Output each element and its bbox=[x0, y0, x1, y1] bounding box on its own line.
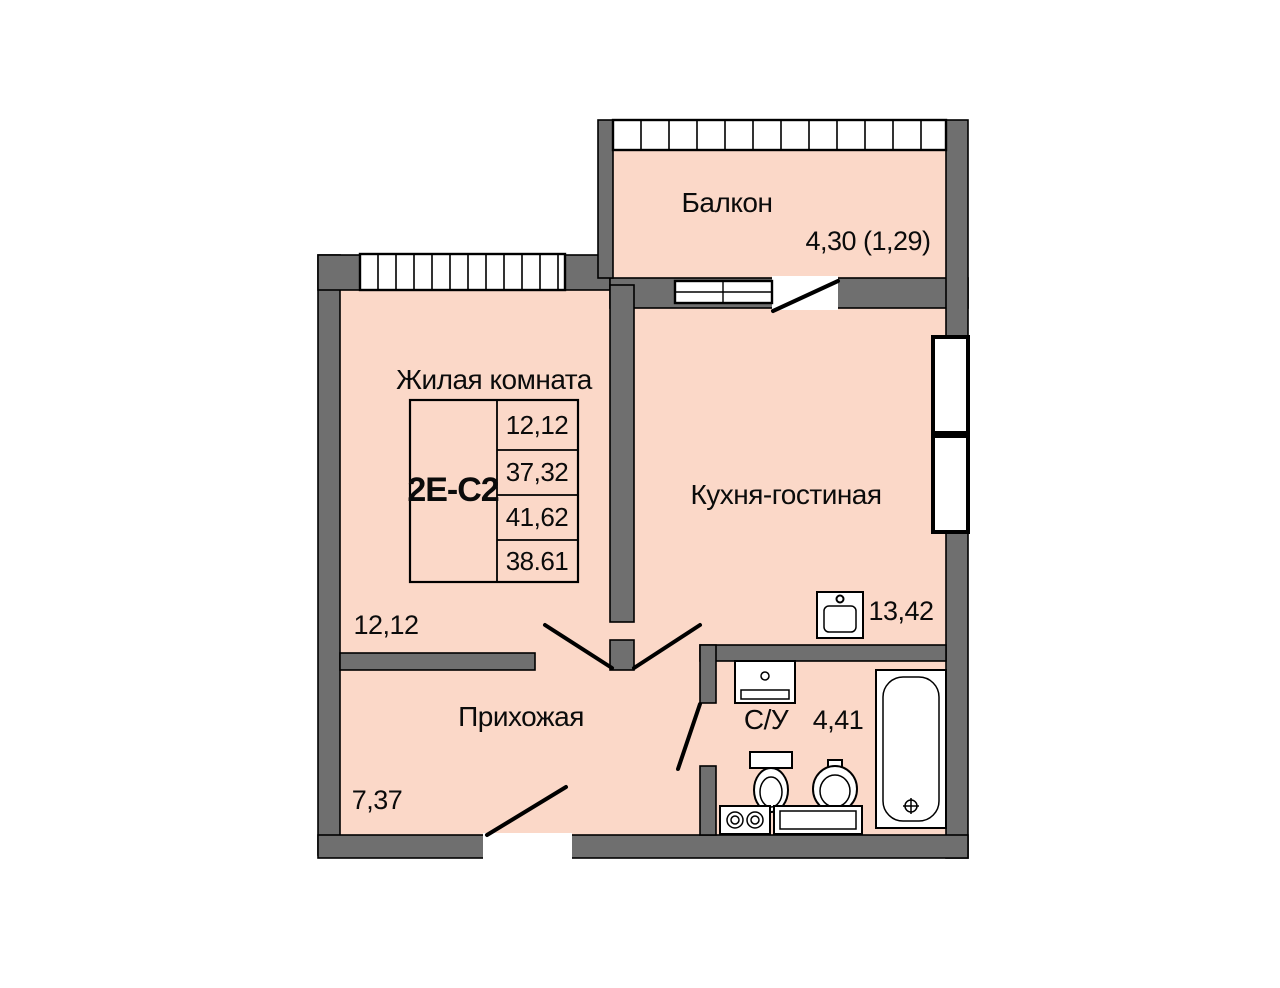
door-leaf-balcony bbox=[771, 279, 840, 313]
area-table: 2Е-С2 12,12 37,32 41,62 38.61 bbox=[407, 398, 580, 584]
balcony-label: Балкон bbox=[682, 187, 773, 218]
balcony-floor bbox=[613, 150, 946, 278]
toilet-icon bbox=[749, 751, 793, 813]
room-floors bbox=[340, 150, 946, 835]
wall-balcony-left bbox=[597, 119, 614, 279]
door-leaves bbox=[485, 279, 840, 837]
area-table-row-dividers bbox=[497, 449, 578, 541]
living-area: 12,12 bbox=[353, 610, 418, 640]
balcony-glazing-ticks bbox=[640, 120, 922, 150]
hallway-label: Прихожая bbox=[458, 701, 584, 732]
wall-door-post bbox=[609, 639, 635, 671]
wall-living-kitchen bbox=[609, 284, 635, 623]
bathtub-inner bbox=[882, 676, 940, 822]
bathtub-icon bbox=[875, 669, 947, 829]
bathroom-label: С/У bbox=[744, 704, 789, 735]
bathtub-faucet bbox=[903, 798, 919, 814]
window-kitchen-right-2 bbox=[931, 434, 970, 534]
kitchen-sink-bowl bbox=[823, 605, 857, 633]
kitchen-sink-faucet bbox=[835, 594, 845, 604]
area-table-value-2: 37,32 bbox=[506, 457, 569, 487]
windows bbox=[358, 118, 970, 534]
stove-burner-2-inner bbox=[750, 815, 760, 825]
living-label: Жилая комната bbox=[396, 364, 593, 395]
apartment-floor bbox=[340, 285, 946, 835]
balcony-glazing-frame bbox=[611, 118, 948, 152]
bathroom-cabinet-icon bbox=[734, 660, 796, 704]
opening-entry-door bbox=[483, 833, 572, 860]
room-labels: Балкон 4,30 (1,29) Жилая комната 12,12 К… bbox=[352, 187, 934, 815]
cabinet-knob bbox=[760, 671, 770, 681]
washing-machine-front bbox=[779, 810, 857, 830]
window-balcony-wall bbox=[673, 279, 774, 305]
stove-icon bbox=[719, 805, 771, 835]
unit-code: 2Е-С2 bbox=[407, 471, 498, 509]
window-balcony-glazing bbox=[611, 118, 948, 152]
window-living-ticks bbox=[377, 254, 559, 290]
fixtures bbox=[719, 591, 947, 835]
hallway-area: 7,37 bbox=[352, 785, 403, 815]
cabinet-body bbox=[734, 660, 796, 704]
window-kitchen-right-1 bbox=[931, 335, 970, 435]
cabinet-front bbox=[740, 689, 790, 700]
area-table-border bbox=[408, 398, 580, 584]
wall-left bbox=[317, 254, 341, 856]
kitchen-sink-icon bbox=[816, 591, 864, 639]
stove-burner-2 bbox=[746, 811, 764, 829]
area-table-value-3: 41,62 bbox=[506, 502, 569, 532]
balcony-wall-window-mullion bbox=[675, 281, 772, 303]
wall-bottom bbox=[317, 834, 969, 859]
door-leaf-entry bbox=[485, 785, 568, 837]
stove-burner-1-inner bbox=[730, 815, 740, 825]
area-table-value-1: 12,12 bbox=[506, 410, 569, 440]
door-leaf-living-room bbox=[543, 623, 614, 670]
kitchen-label: Кухня-гостиная bbox=[690, 479, 881, 510]
washbasin-icon bbox=[812, 759, 858, 813]
area-table-value-4: 38.61 bbox=[506, 546, 569, 576]
wall-living-hallway bbox=[339, 652, 536, 671]
washing-machine-icon bbox=[773, 805, 863, 835]
balcony-area: 4,30 (1,29) bbox=[805, 226, 930, 256]
bathroom-area: 4,41 bbox=[813, 705, 864, 735]
door-leaf-bathroom bbox=[676, 702, 702, 771]
wall-bathroom-top bbox=[699, 644, 947, 662]
washing-machine-body bbox=[773, 805, 863, 835]
stove-body bbox=[719, 805, 771, 835]
door-leaf-kitchen-passage bbox=[632, 623, 702, 670]
kitchen-area: 13,42 bbox=[868, 596, 933, 626]
window-living-room bbox=[358, 252, 567, 292]
stove-burner-1 bbox=[726, 811, 744, 829]
wall-bathroom-left-upper bbox=[699, 644, 717, 704]
toilet-tank bbox=[749, 751, 793, 769]
wall-openings bbox=[483, 276, 838, 860]
window-living-frame bbox=[358, 252, 567, 292]
wall-bathroom-left-lower bbox=[699, 765, 717, 836]
